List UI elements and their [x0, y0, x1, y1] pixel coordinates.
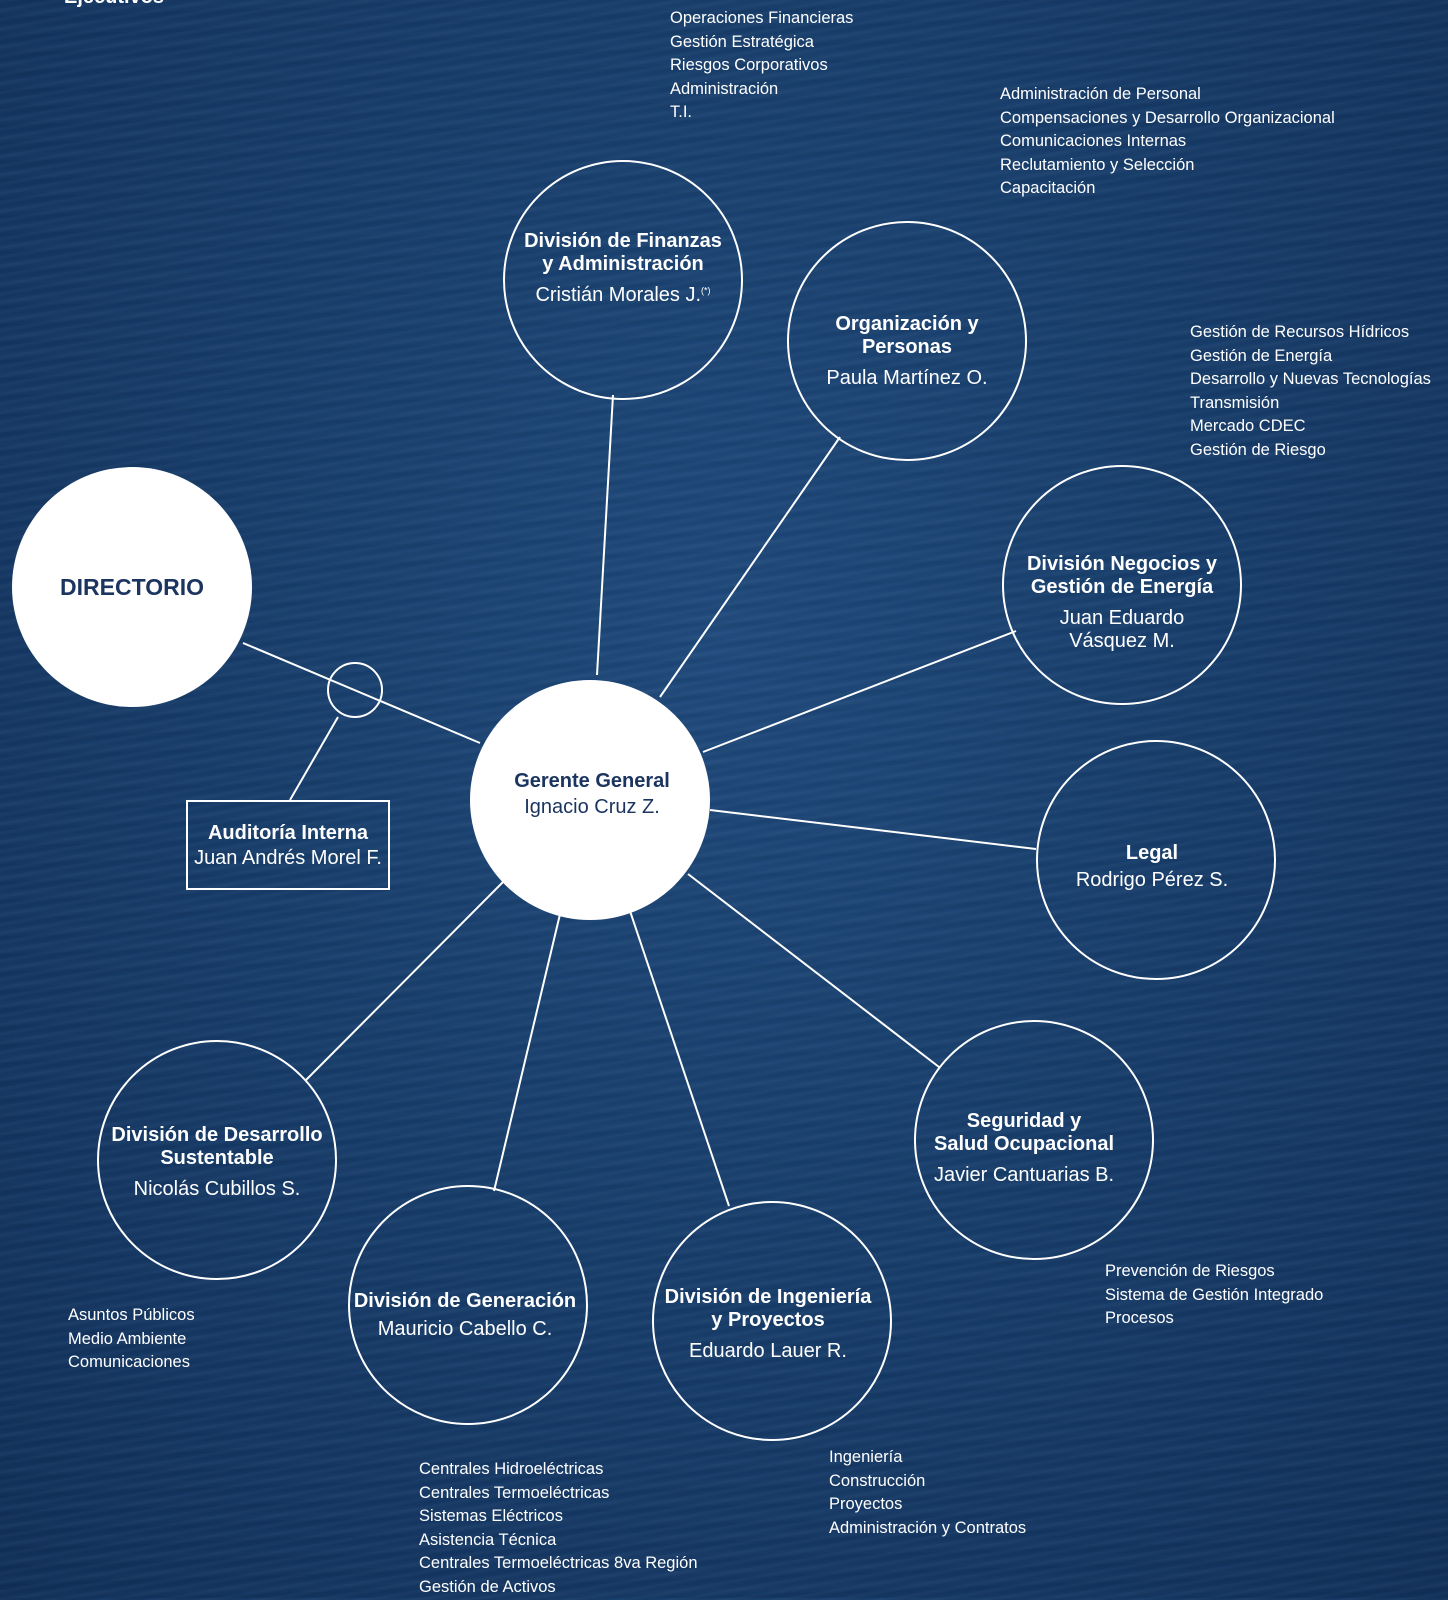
topic-item: Administración: [670, 79, 779, 98]
finanzas-person-name: Cristián Morales J.: [535, 284, 702, 306]
sustentable-node[interactable]: [97, 1040, 337, 1280]
generacion-title: División de Generación: [353, 1290, 577, 1312]
gerente-general-node[interactable]: [470, 680, 710, 920]
topic-item: Asuntos Públicos: [68, 1306, 195, 1324]
seguridad-title: Seguridad y Salud Ocupacional: [933, 1110, 1115, 1155]
negocios-title: División Negocios y Gestión de Energía: [1026, 553, 1218, 598]
topic-item: Sistema de Gestión Integrado: [1105, 1285, 1324, 1304]
finanzas-node[interactable]: [503, 160, 743, 400]
link-directorio: [242, 642, 481, 744]
gerente-general-title: Gerente General: [514, 770, 670, 792]
legal-person: Rodrigo Pérez S.: [1075, 869, 1229, 891]
topic-item: Gestión de Activos: [419, 1577, 556, 1596]
topic-item: Administración de Personal: [1000, 85, 1201, 103]
topic-item: Gestión de Riesgo: [1190, 440, 1326, 459]
topic-item: Centrales Hidroeléctricas: [419, 1460, 604, 1478]
directorio-node[interactable]: [12, 467, 252, 707]
link-ingenieria: [628, 907, 730, 1207]
link-sustentable: [305, 879, 506, 1081]
gerente-general-person: Ignacio Cruz Z.: [524, 796, 660, 818]
topic-item: Capacitación: [1000, 179, 1096, 198]
generacion-person: Mauricio Cabello C.: [377, 1318, 553, 1340]
topic-item: Gestión Estratégica: [670, 32, 814, 51]
ingenieria-title: División de Ingeniería y Proyectos: [664, 1286, 872, 1331]
topic-item: Reclutamiento y Selección: [1000, 155, 1195, 174]
topic-item: Centrales Termoeléctricas: [419, 1483, 610, 1502]
topic-item: Administración y Contratos: [829, 1518, 1027, 1537]
topic-item: Sistemas Eléctricos: [419, 1507, 563, 1526]
legal-node[interactable]: [1036, 740, 1276, 980]
auditoria-interna-box[interactable]: Auditoría Interna Juan Andrés Morel F.: [186, 800, 390, 890]
topic-item: Gestión de Recursos Hídricos: [1190, 323, 1410, 341]
topic-item: Compensaciones y Desarrollo Organizacion…: [1000, 108, 1335, 127]
topic-item: Prevención de Riesgos: [1105, 1262, 1275, 1280]
finanzas-note-mark: (*): [701, 285, 711, 296]
ingenieria-node[interactable]: [652, 1201, 892, 1441]
seguridad-node[interactable]: [914, 1020, 1154, 1260]
link-seguridad: [687, 873, 940, 1068]
topic-item: Ingeniería: [829, 1448, 903, 1466]
personas-node[interactable]: [787, 221, 1027, 461]
topic-item: Riesgos Corporativos: [670, 56, 828, 75]
topic-item: Transmisión: [1190, 393, 1280, 412]
legal-title: Legal: [1125, 842, 1179, 864]
topic-item: T.I.: [670, 103, 693, 122]
link-finanzas: [596, 394, 614, 676]
corner-title: Ejecutivos: [64, 0, 164, 9]
seguridad-person: Javier Cantuarias B.: [933, 1164, 1115, 1186]
topic-item: Construcción: [829, 1471, 926, 1490]
topic-item: Comunicaciones: [68, 1353, 190, 1372]
topic-item: Desarrollo y Nuevas Tecnologías: [1190, 370, 1431, 389]
junction-circle: [327, 662, 383, 718]
directorio-title: DIRECTORIO: [60, 574, 204, 600]
finanzas-person: Cristián Morales J.(*): [535, 284, 710, 307]
personas-person: Paula Martínez O.: [826, 367, 988, 389]
topic-item: Asistencia Técnica: [419, 1530, 557, 1549]
ingenieria-person: Eduardo Lauer R.: [689, 1340, 847, 1362]
generacion-node[interactable]: [348, 1185, 588, 1425]
negocios-node[interactable]: [1002, 465, 1242, 705]
negocios-person: Juan Eduardo Vásquez M.: [1059, 607, 1185, 652]
link-negocios: [702, 630, 1017, 753]
link-legal: [709, 809, 1037, 850]
topic-item: Medio Ambiente: [68, 1329, 187, 1348]
link-personas: [659, 436, 841, 698]
auditoria-title: Auditoría Interna: [207, 822, 368, 844]
link-generacion: [493, 909, 562, 1192]
auditoria-person: Juan Andrés Morel F.: [194, 847, 382, 869]
topic-item: Mercado CDEC: [1190, 417, 1306, 436]
link-auditoria: [289, 716, 339, 801]
topic-item: Gestión de Energía: [1190, 346, 1333, 365]
topic-item: Operaciones Financieras: [670, 9, 854, 27]
topic-item: Procesos: [1105, 1309, 1174, 1328]
topic-item: Centrales Termoeléctricas 8va Región: [419, 1554, 698, 1573]
finanzas-title: División de Finanzas y Administración: [524, 230, 722, 275]
sustentable-person: Nicolás Cubillos S.: [133, 1178, 301, 1200]
topic-item: Proyectos: [829, 1495, 903, 1514]
sustentable-title: División de Desarrollo Sustentable: [111, 1124, 323, 1169]
personas-title: Organización y Personas: [835, 313, 979, 358]
topic-item: Comunicaciones Internas: [1000, 132, 1187, 151]
